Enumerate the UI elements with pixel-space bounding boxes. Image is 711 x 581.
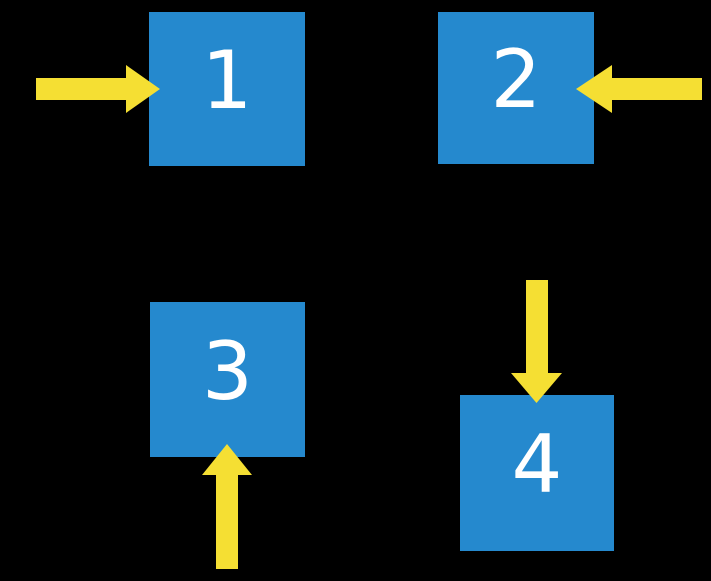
- arrow-left-icon: [576, 65, 702, 113]
- block-2: 2: [438, 12, 594, 164]
- arrow-up-icon: [202, 444, 252, 569]
- block-1-label: 1: [201, 34, 253, 127]
- block-3-label: 3: [202, 324, 253, 418]
- block-4-label: 4: [511, 418, 563, 511]
- arrow-right-icon: [36, 65, 160, 113]
- block-3: 3: [150, 302, 305, 457]
- block-2-label: 2: [490, 33, 542, 126]
- block-4: 4: [460, 395, 614, 551]
- block-1: 1: [149, 12, 305, 166]
- arrow-down-icon: [511, 280, 562, 403]
